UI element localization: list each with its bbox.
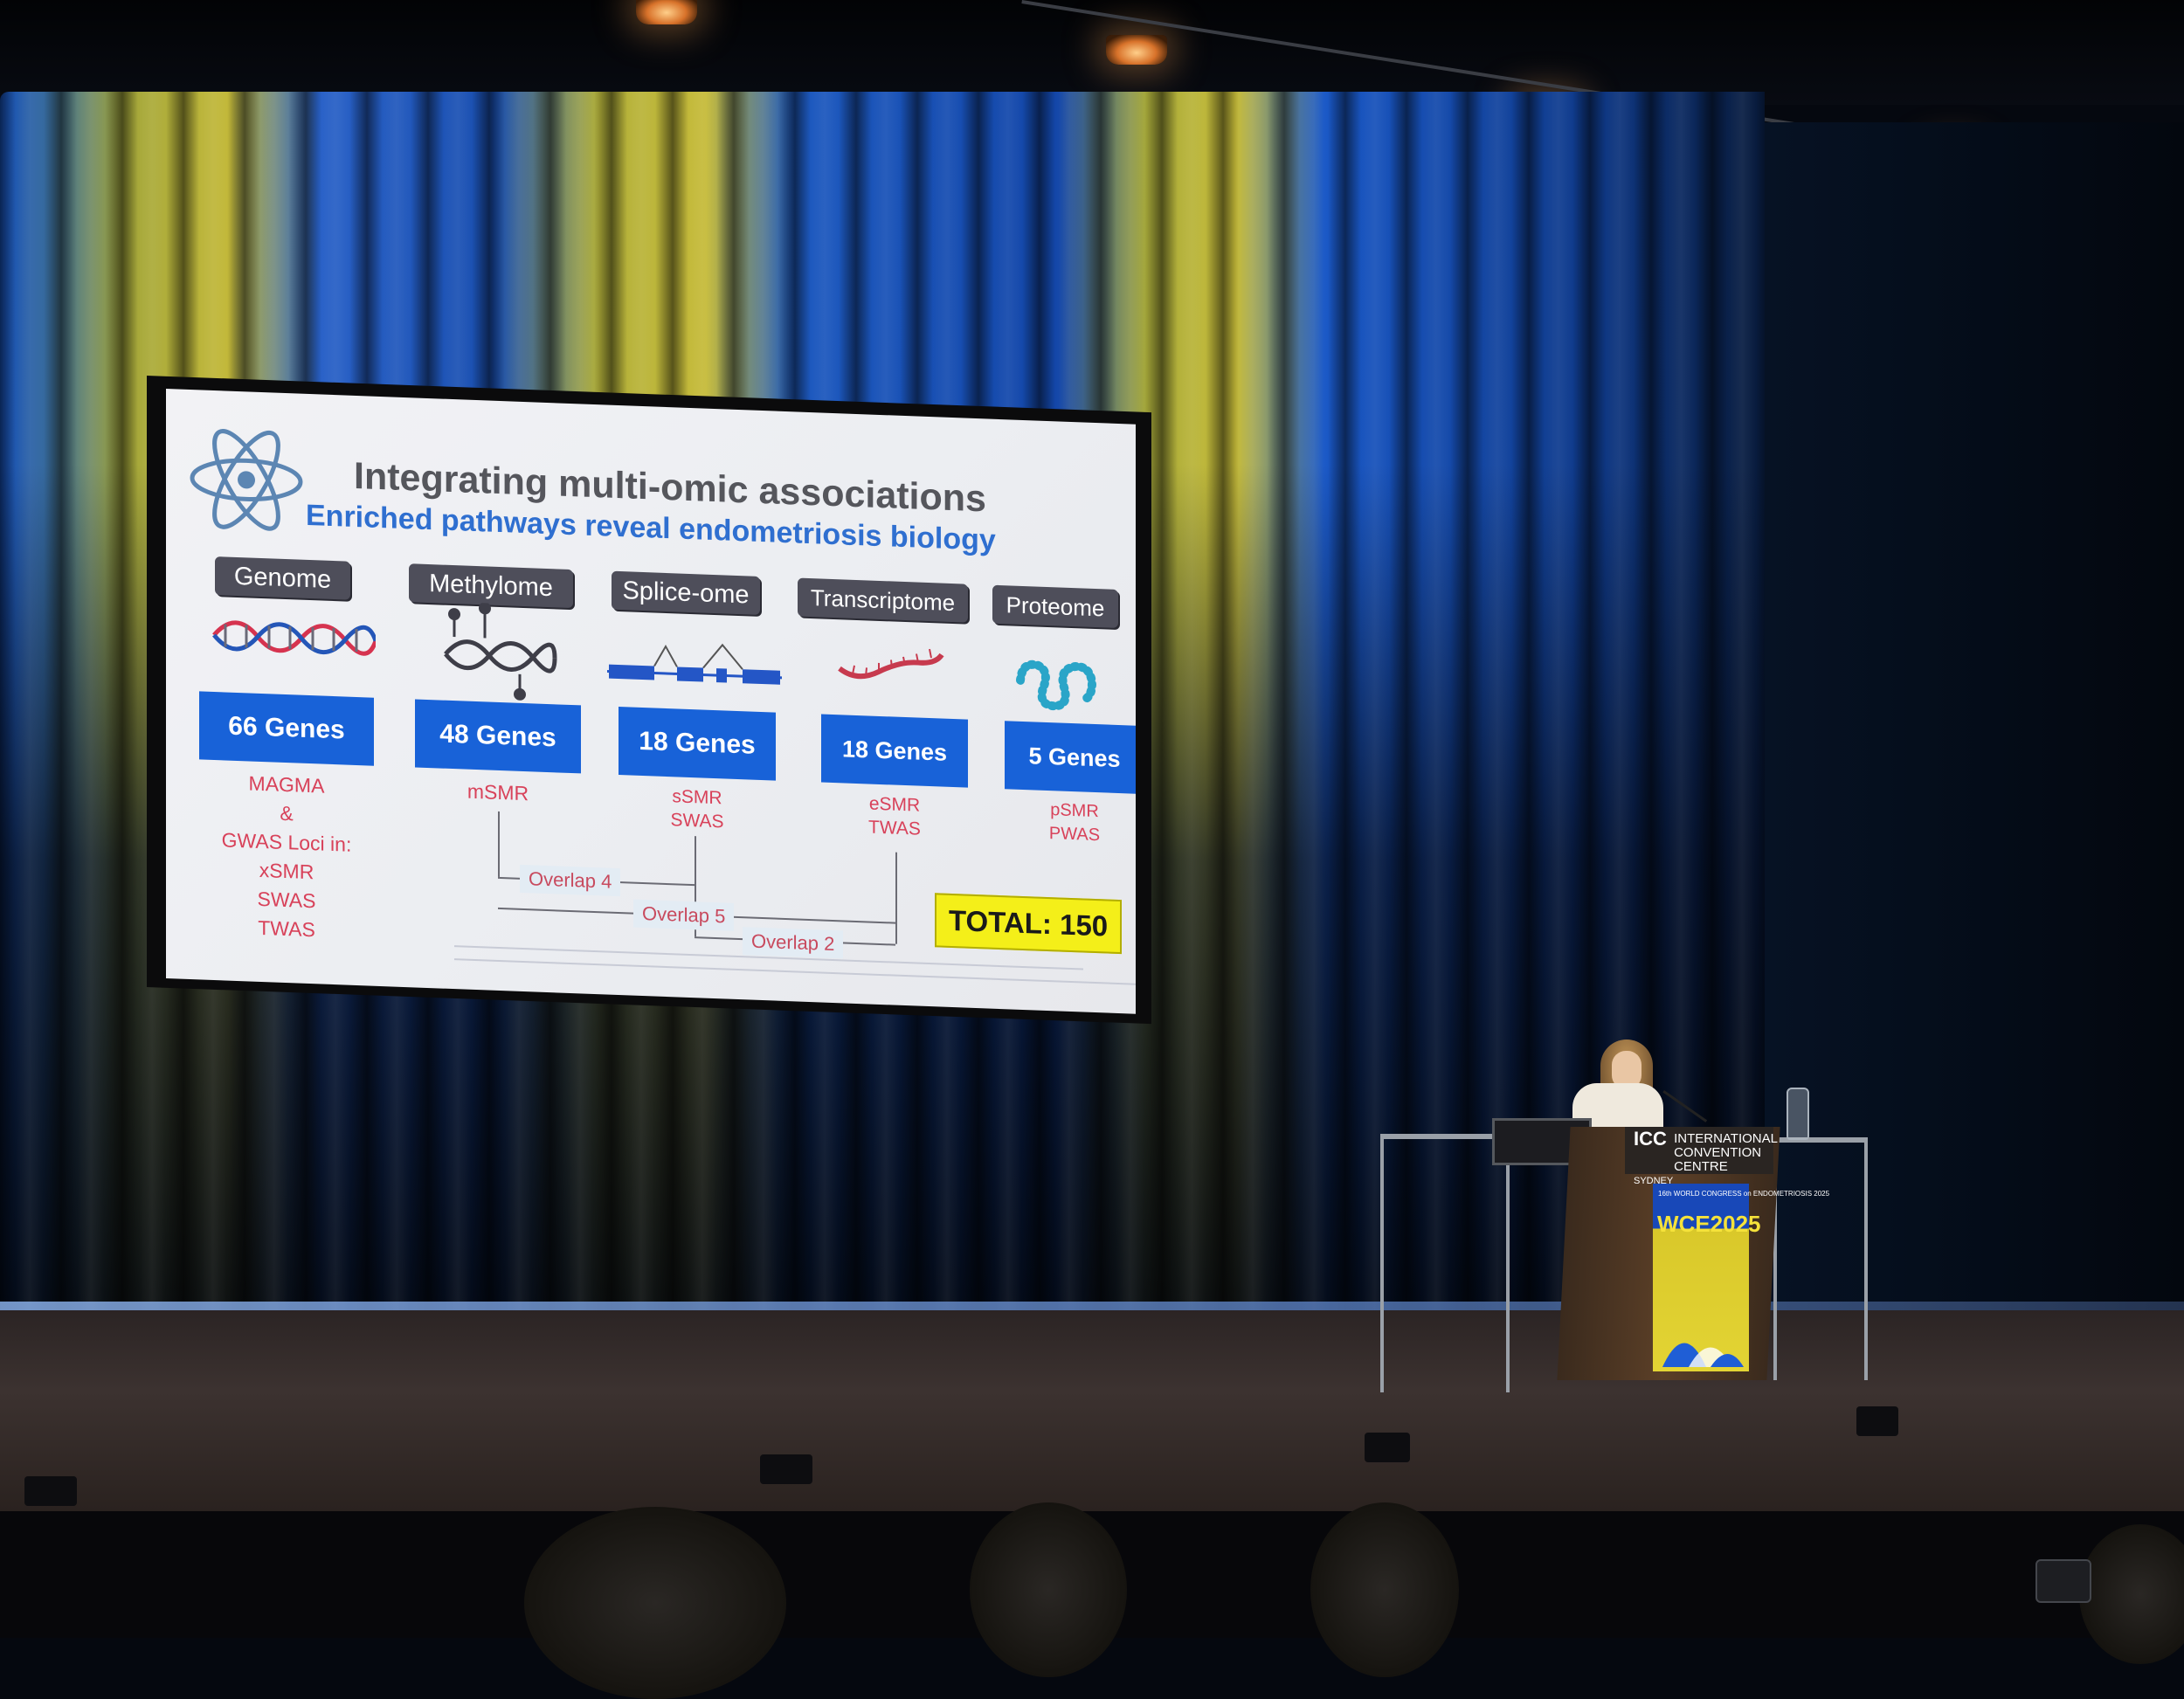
genes-box-methylome: 48 Genes <box>415 699 581 774</box>
tab-proteome: Proteome <box>992 584 1118 628</box>
banner-congress-text: 16th WORLD CONGRESS on ENDOMETRIOSIS 202… <box>1658 1190 1830 1198</box>
genes-box-transcriptome: 18 Genes <box>821 714 968 788</box>
method-list-transcriptome: eSMR TWAS <box>821 791 968 843</box>
method-label: TWAS <box>258 915 315 942</box>
overlap-connector <box>498 811 500 878</box>
method-label: TWAS <box>868 817 921 839</box>
dna-icon <box>212 620 376 656</box>
venue-logo-text: INTERNATIONAL CONVENTION CENTRE <box>1674 1132 1778 1174</box>
protein-icon <box>1016 660 1097 711</box>
tab-genome: Genome <box>215 556 350 600</box>
stage-light <box>1106 35 1167 65</box>
venue-logo: ICC INTERNATIONAL CONVENTION CENTRE SYDN… <box>1634 1129 1778 1188</box>
stage-monitor <box>1365 1433 1410 1462</box>
audience-head <box>970 1502 1127 1677</box>
ceiling <box>0 0 2184 105</box>
side-table <box>1380 1134 1510 1392</box>
tab-methylome: Methylome <box>409 563 573 609</box>
overlap-label: Overlap 2 <box>743 927 844 959</box>
genes-box-proteome: 5 Genes <box>1005 721 1136 795</box>
stage-monitor <box>1856 1406 1898 1436</box>
method-label: SWAS <box>670 810 724 832</box>
splice-icon <box>607 643 782 685</box>
venue-logo-line: CONVENTION <box>1674 1145 1762 1160</box>
decorative-rule <box>454 958 1136 985</box>
method-label: mSMR <box>467 779 529 805</box>
stage-light <box>636 0 697 24</box>
wce-banner <box>1653 1184 1749 1371</box>
audience-head <box>1310 1502 1459 1677</box>
speaker-face <box>1612 1051 1641 1089</box>
method-list-splice-ome: sSMR SWAS <box>619 783 776 836</box>
presentation-slide: Integrating multi-omic associations Enri… <box>166 389 1136 1014</box>
dark-wall <box>1765 122 2184 1332</box>
overlap-label: Overlap 5 <box>633 899 735 931</box>
banner-wce-title: WCE2025 <box>1657 1211 1761 1237</box>
genes-box-genome: 66 Genes <box>199 691 374 766</box>
total-badge: TOTAL: 150 <box>935 893 1123 955</box>
overlap-label: Overlap 4 <box>520 864 621 897</box>
camera <box>2035 1559 2091 1603</box>
methylated-dna-icon <box>444 602 557 701</box>
audience-head <box>524 1507 786 1699</box>
water-bottle <box>1787 1088 1809 1140</box>
stage-monitor <box>760 1454 812 1484</box>
tab-splice-ome: Splice-ome <box>612 570 760 615</box>
stage-floor <box>0 1310 2184 1511</box>
venue-logo-mark: ICC <box>1634 1128 1667 1150</box>
venue-logo-line: INTERNATIONAL <box>1674 1131 1778 1146</box>
method-list-methylome: mSMR <box>415 775 581 810</box>
venue-logo-line: CENTRE <box>1674 1159 1728 1174</box>
method-list-genome: MAGMA & GWAS Loci in: xSMR SWAS TWAS <box>199 767 374 946</box>
side-table <box>1773 1137 1868 1380</box>
overlap-connector <box>895 852 897 944</box>
opera-house-icon <box>1662 1343 1744 1367</box>
stage-monitor <box>24 1476 77 1506</box>
method-label: PWAS <box>1048 824 1101 846</box>
rna-icon <box>838 648 944 680</box>
genes-box-splice-ome: 18 Genes <box>619 706 776 781</box>
atom-icon <box>190 429 303 531</box>
tab-transcriptome: Transcriptome <box>798 577 968 623</box>
method-list-proteome: pSMR PWAS <box>1005 797 1136 849</box>
podium-top <box>1625 1127 1773 1174</box>
